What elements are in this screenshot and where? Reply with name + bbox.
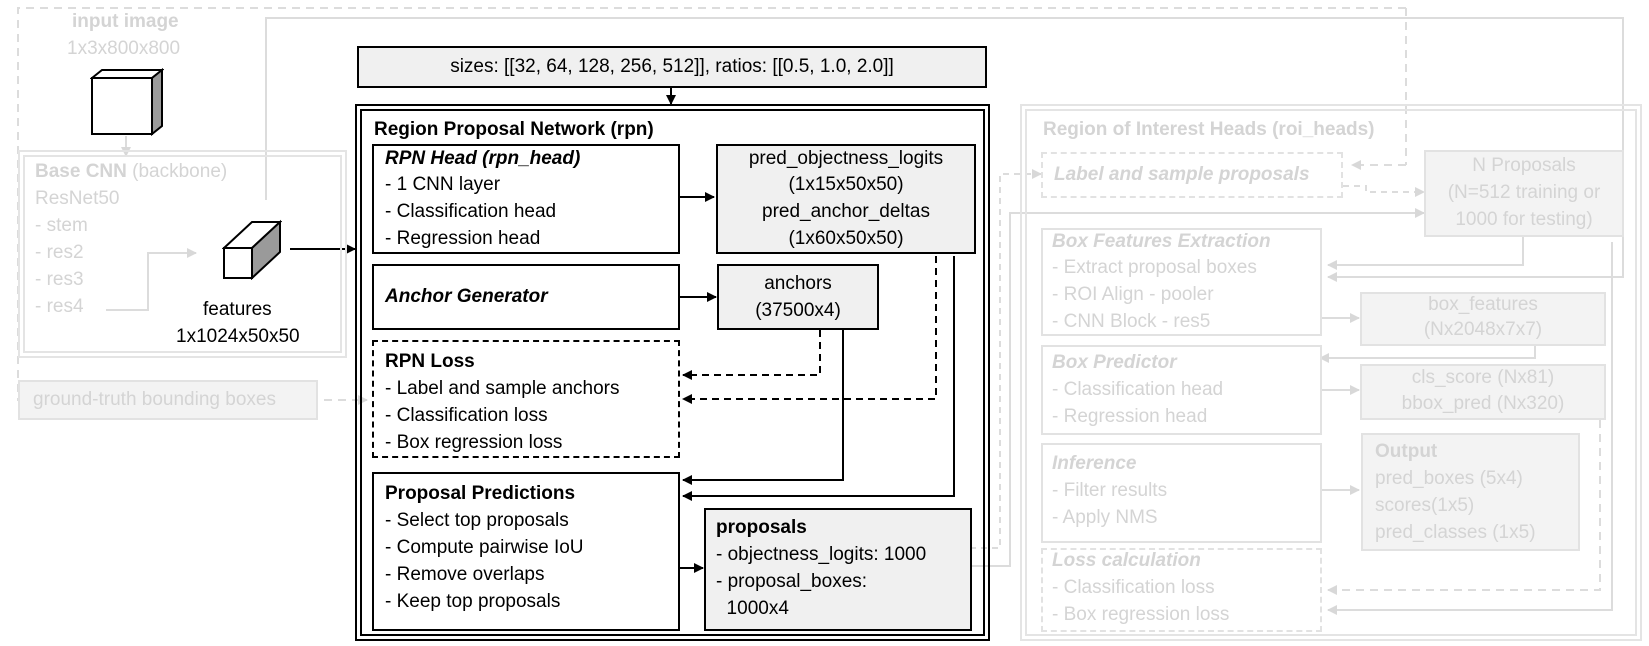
box-features-extraction-item: - Extract proposal boxes (1052, 257, 1257, 278)
features-label: features (203, 299, 272, 320)
backbone-item: - res4 (35, 296, 84, 317)
feature-map-block-icon (222, 219, 282, 280)
backbone-item: - res2 (35, 242, 84, 263)
ground-truth-box (18, 380, 318, 420)
inference-box (1041, 443, 1322, 543)
proposals-item: - objectness_logits: 1000 (716, 544, 927, 565)
backbone-title: Base CNN (backbone) (35, 160, 227, 184)
proposals-item: - proposal_boxes: (716, 571, 868, 592)
loss-calculation-item: - Classification loss (1052, 577, 1215, 598)
box-features-dims: (Nx2048x7x7) (1423, 319, 1543, 340)
n-proposals-line: (N=512 training or (1447, 182, 1601, 203)
output-item: pred_boxes (5x4) (1375, 468, 1523, 489)
box-predictor-item: - Classification head (1052, 379, 1224, 400)
inference-item: - Apply NMS (1052, 507, 1158, 528)
proposals-item: 1000x4 (716, 598, 789, 619)
box-features-box (1360, 292, 1606, 346)
bbox-pred-label: bbox_pred (Nx320) (1401, 393, 1565, 414)
n-proposals-title: N Proposals (1472, 155, 1576, 176)
cls-score-label: cls_score (Nx81) (1411, 367, 1555, 388)
loss-calculation-box (1041, 548, 1322, 632)
backbone-title-rest: (backbone) (126, 161, 228, 182)
proposals-title: proposals (716, 517, 807, 538)
inference-item: - Filter results (1052, 480, 1168, 501)
box-features-extraction-item: - ROI Align - pooler (1052, 284, 1214, 305)
rpn-head-item: - Classification head (385, 201, 557, 222)
box-predictor-title: Box Predictor (1052, 352, 1177, 373)
label-sample-proposals-title: Label and sample proposals (1054, 164, 1310, 185)
backbone-item: ResNet50 (35, 188, 120, 209)
rpn-head-item: - Regression head (385, 228, 541, 249)
output-title: Output (1375, 441, 1438, 462)
box-predictor-box (1041, 345, 1322, 435)
box-features-extraction-title: Box Features Extraction (1052, 231, 1271, 252)
loss-calculation-item: - Box regression loss (1052, 604, 1230, 625)
backbone-title-bold: Base CNN (35, 161, 127, 182)
label-sample-proposals-box (1041, 152, 1343, 198)
features-dims: 1x1024x50x50 (176, 326, 300, 347)
rpn-loss-item: - Label and sample anchors (385, 378, 620, 399)
anchor-config-box (357, 46, 987, 88)
anchor-generator-title: Anchor Generator (385, 286, 548, 307)
backbone-item: - res3 (35, 269, 84, 290)
rpn-head-title: RPN Head (rpn_head) (385, 148, 581, 169)
inference-title: Inference (1052, 453, 1137, 474)
backbone-box (18, 150, 347, 358)
head-output-objectness: pred_objectness_logits (748, 148, 944, 169)
input-image-dims: 1x3x800x800 (67, 38, 181, 59)
rpn-loss-box (372, 340, 680, 458)
proposal-predictions-title: Proposal Predictions (385, 483, 576, 504)
ground-truth-label: ground-truth bounding boxes (33, 389, 276, 410)
box-predictor-item: - Regression head (1052, 406, 1208, 427)
proposal-predictions-item: - Keep top proposals (385, 591, 561, 612)
backbone-item: - stem (35, 215, 88, 236)
proposal-predictions-item: - Remove overlaps (385, 564, 545, 585)
rpn-head-box (372, 144, 680, 254)
loss-calculation-title: Loss calculation (1052, 550, 1201, 571)
head-output-deltas-dims: (1x60x50x50) (788, 228, 904, 249)
anchors-dims: (37500x4) (755, 300, 841, 321)
rpn-head-item: - 1 CNN layer (385, 174, 501, 195)
box-features-label: box_features (1428, 294, 1538, 315)
n-proposals-line: 1000 for testing) (1455, 209, 1593, 230)
head-output-deltas: pred_anchor_deltas (762, 201, 930, 222)
anchors-label: anchors (764, 273, 832, 294)
box-features-extraction-box (1041, 228, 1322, 336)
scores-box (1360, 364, 1606, 420)
rpn-title: Region Proposal Network (rpn) (374, 119, 654, 140)
input-image-cube-icon (90, 68, 164, 136)
input-image-title: input image (72, 11, 179, 32)
proposal-predictions-item: - Compute pairwise IoU (385, 537, 584, 558)
rpn-loss-title: RPN Loss (385, 351, 475, 372)
box-features-extraction-item: - CNN Block - res5 (1052, 311, 1211, 332)
proposals-box (704, 508, 972, 631)
rpn-loss-item: - Classification loss (385, 405, 548, 426)
output-item: pred_classes (1x5) (1375, 522, 1536, 543)
rpn-box (355, 104, 990, 641)
proposal-predictions-box (372, 472, 680, 631)
output-box (1361, 433, 1580, 551)
proposal-predictions-item: - Select top proposals (385, 510, 569, 531)
anchor-generator-box (372, 264, 680, 330)
rpn-loss-item: - Box regression loss (385, 432, 563, 453)
roi-heads-box (1020, 104, 1642, 641)
roi-heads-title: Region of Interest Heads (roi_heads) (1043, 119, 1375, 140)
output-item: scores(1x5) (1375, 495, 1475, 516)
anchors-box (717, 264, 879, 330)
anchor-config-text: sizes: [[32, 64, 128, 256, 512]], ratios… (450, 56, 894, 77)
head-outputs-box (716, 144, 976, 254)
head-output-objectness-dims: (1x15x50x50) (788, 174, 904, 195)
n-proposals-box (1424, 150, 1624, 237)
